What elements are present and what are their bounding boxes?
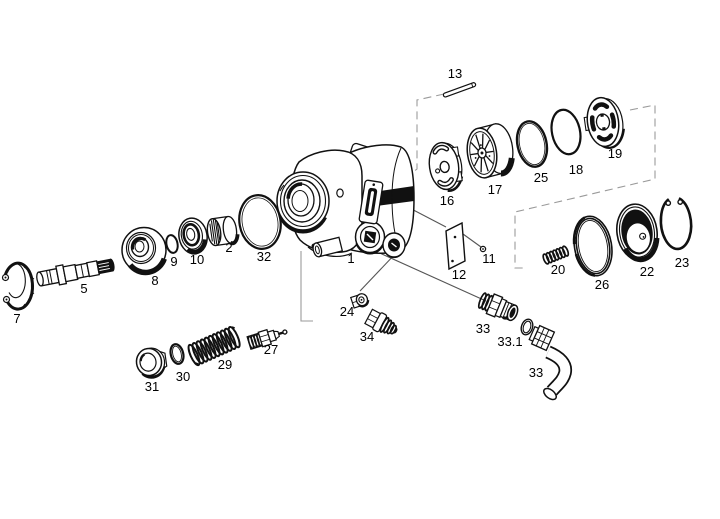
part-label-22: 22 xyxy=(640,264,654,279)
part-20-spring xyxy=(542,245,570,265)
part-label-2: 2 xyxy=(225,240,232,255)
part-2-needle-bearing xyxy=(206,215,240,247)
part-label-33: 33 xyxy=(476,321,490,336)
part-label-13: 13 xyxy=(448,66,462,81)
leader-line-valve xyxy=(300,251,313,322)
part-25-o-ring xyxy=(515,120,549,168)
part-label-9: 9 xyxy=(170,254,177,269)
part-9-o-ring xyxy=(165,234,179,254)
part-31-plug xyxy=(135,347,168,379)
part-24-plug xyxy=(349,293,370,309)
part-label-18: 18 xyxy=(569,162,583,177)
part-10-shaft-seal xyxy=(178,217,208,255)
part-18-o-ring xyxy=(550,108,582,156)
part-34-fitting xyxy=(364,308,398,335)
part-30-o-ring xyxy=(169,343,185,365)
part-label-8: 8 xyxy=(151,273,158,288)
part-22-bearing-cup xyxy=(616,203,660,263)
part-8-ball-bearing xyxy=(121,226,167,276)
part-label-12: 12 xyxy=(452,267,466,282)
part-13-pin xyxy=(442,82,477,98)
part-label-11: 11 xyxy=(482,251,496,266)
part-11-screw xyxy=(479,245,487,253)
part-26-ring xyxy=(572,215,613,277)
part-label-25: 25 xyxy=(534,170,548,185)
part-19-pressure-plate xyxy=(583,96,625,149)
part-label-20: 20 xyxy=(551,262,565,277)
part-5-drive-shaft xyxy=(36,258,115,287)
part-33-elbow-pipe xyxy=(528,324,573,401)
part-27-valve-cartridge xyxy=(246,328,288,350)
part-label-5: 5 xyxy=(80,281,87,296)
part-label-19: 19 xyxy=(608,146,622,161)
part-12-cover-plate xyxy=(445,221,466,271)
part-label-24: 24 xyxy=(340,304,354,319)
part-label-30: 30 xyxy=(176,369,190,384)
part-label-29: 29 xyxy=(218,357,232,372)
part-label-34: 34 xyxy=(360,329,374,344)
part-33-1-seal-ring xyxy=(520,318,534,336)
part-16-port-plate xyxy=(428,141,464,192)
part-label-10: 10 xyxy=(190,252,204,267)
part-label-33-1: 33.1 xyxy=(497,334,522,349)
kit-bracket-lower xyxy=(514,104,656,269)
part-label-26: 26 xyxy=(595,277,609,292)
part-1-pump-housing xyxy=(276,142,415,259)
part-label-7: 7 xyxy=(13,311,20,326)
part-7-snap-ring xyxy=(1,261,35,311)
part-label-23: 23 xyxy=(675,255,689,270)
part-29-spring xyxy=(187,325,241,367)
part-label-16: 16 xyxy=(440,193,454,208)
part-label-17: 17 xyxy=(488,182,502,197)
part-label-32: 32 xyxy=(257,249,271,264)
part-33-fitting xyxy=(477,292,519,322)
part-17-rotor xyxy=(466,123,515,179)
part-label-27: 27 xyxy=(264,342,278,357)
part-label-31: 31 xyxy=(145,379,159,394)
part-23-snap-ring xyxy=(659,197,693,251)
part-label-33b: 33 xyxy=(529,365,543,380)
part-label-1: 1 xyxy=(347,251,354,266)
